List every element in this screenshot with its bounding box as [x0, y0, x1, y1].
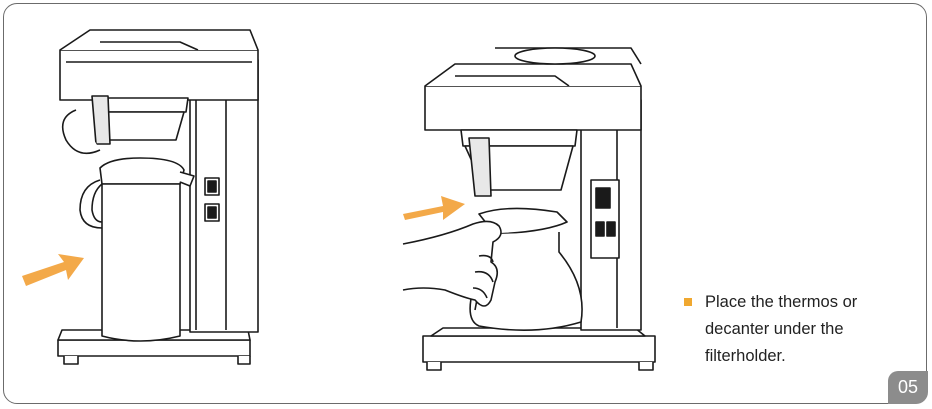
coffee-maker-with-decanter-illustration	[395, 0, 695, 380]
page-number-badge: 05	[888, 371, 928, 404]
bullet-square-icon	[684, 298, 692, 306]
instruction-text: Place the thermos or decanter under the …	[693, 289, 918, 370]
instruction-text-block: Place the thermos or decanter under the …	[693, 289, 918, 370]
orange-arrow	[403, 196, 465, 220]
coffee-maker-with-thermos-illustration	[0, 0, 330, 380]
orange-arrow	[22, 254, 84, 286]
